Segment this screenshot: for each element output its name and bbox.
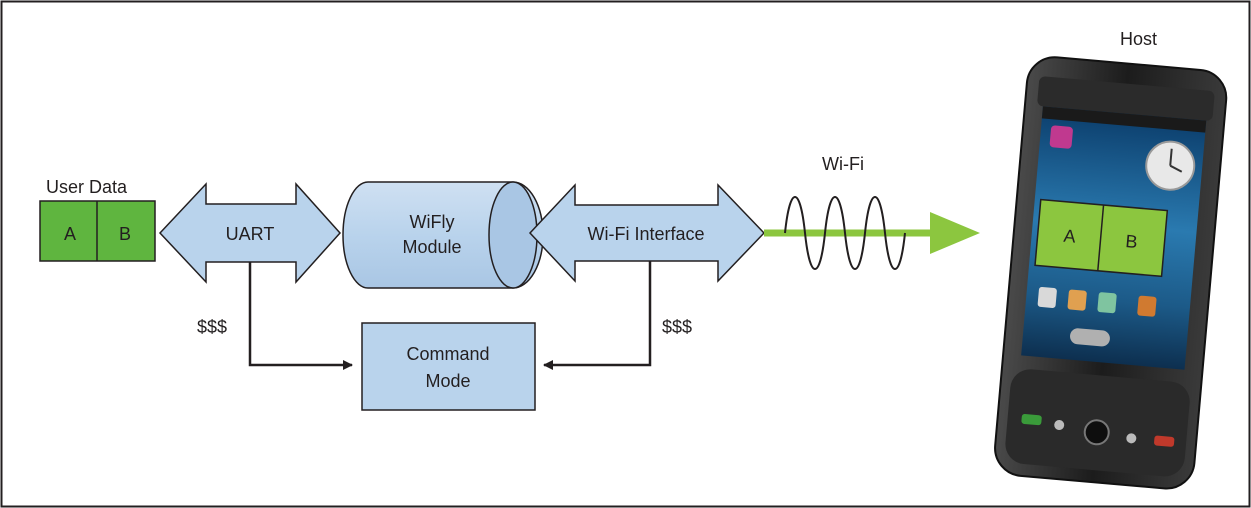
module-label-line2: Module xyxy=(402,237,461,257)
trackball xyxy=(1083,419,1110,446)
wifi-wave xyxy=(784,196,906,270)
call-button xyxy=(1021,413,1042,426)
packet-a-label: A xyxy=(64,224,76,244)
user-data-label: User Data xyxy=(46,177,128,197)
wifi-signal-arrow xyxy=(764,212,980,254)
host-label: Host xyxy=(1120,29,1157,49)
command-label-line1: Command xyxy=(406,344,489,364)
uart-arrow: UART xyxy=(158,182,342,284)
app-icon xyxy=(1049,125,1073,149)
clock-icon xyxy=(1145,140,1196,191)
back-button xyxy=(1126,433,1137,444)
command-mode-box: Command Mode xyxy=(361,322,536,411)
screen-packet: A B xyxy=(1034,198,1169,278)
app-dock xyxy=(1037,286,1157,347)
end-button xyxy=(1154,435,1175,447)
wifi-label: Wi-Fi xyxy=(822,154,864,174)
escape-right-connector xyxy=(543,261,652,370)
command-label-line2: Mode xyxy=(425,371,470,391)
escape-right-label: $$$ xyxy=(662,317,692,337)
module-label-line1: WiFly xyxy=(410,212,455,232)
uart-label: UART xyxy=(226,224,275,244)
escape-left-label: $$$ xyxy=(197,317,227,337)
screen-packet-a-label: A xyxy=(1063,226,1077,247)
wifi-interface-arrow: Wi-Fi Interface xyxy=(528,183,766,283)
screen-packet-b-label: B xyxy=(1125,231,1139,252)
wifi-interface-label: Wi-Fi Interface xyxy=(587,224,704,244)
packet-b-label: B xyxy=(119,224,131,244)
host-phone: A B xyxy=(994,56,1228,490)
wifly-module-cylinder: WiFly Module xyxy=(342,181,544,289)
home-button xyxy=(1054,419,1065,430)
user-data-packet: A B xyxy=(39,200,156,262)
escape-left-connector xyxy=(248,262,353,370)
